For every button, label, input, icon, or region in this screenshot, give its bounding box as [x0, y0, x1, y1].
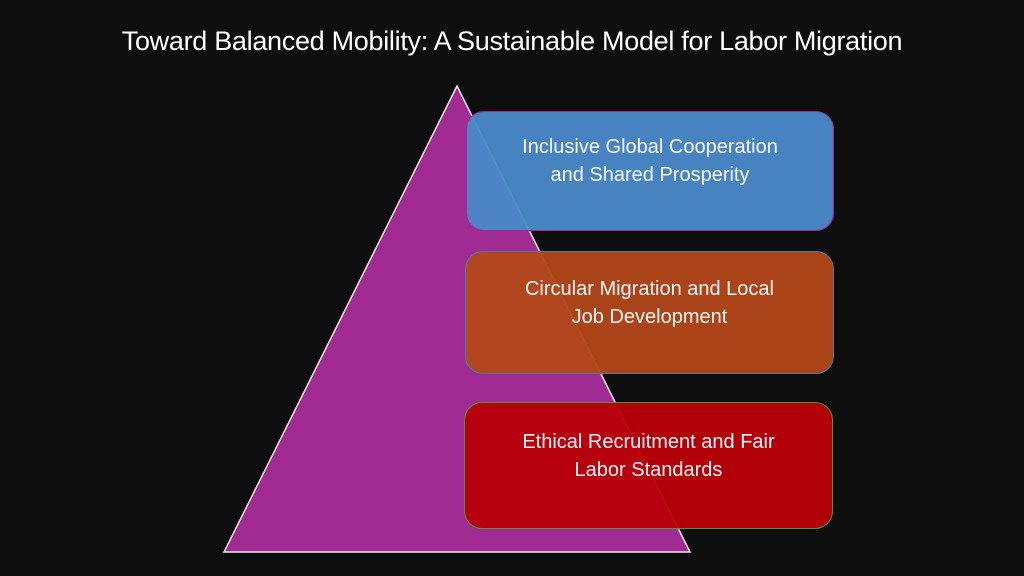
level-box-middle: Circular Migration and Local Job Develop…: [465, 251, 834, 374]
level-label-middle: Circular Migration and Local Job Develop…: [525, 275, 774, 331]
level-label-top: Inclusive Global Cooperation and Shared …: [522, 133, 778, 189]
slide-title: Toward Balanced Mobility: A Sustainable …: [121, 26, 903, 56]
level-top-line-1: Inclusive Global Cooperation: [522, 136, 778, 158]
level-top-line-2: and Shared Prosperity: [550, 164, 750, 186]
level-middle-line-1: Circular Migration and Local: [524, 277, 774, 300]
level-box-bottom: Ethical Recruitment and Fair Labor Stand…: [464, 402, 833, 529]
level-middle-line-2: Job Development: [571, 305, 728, 328]
level-box-top: Inclusive Global Cooperation and Shared …: [466, 111, 834, 231]
level-bottom-line-1: Ethical Recruitment and Fair: [522, 430, 775, 453]
level-bottom-line-2: Labor Standards: [574, 458, 723, 481]
level-label-bottom: Ethical Recruitment and Fair Labor Stand…: [522, 428, 774, 484]
